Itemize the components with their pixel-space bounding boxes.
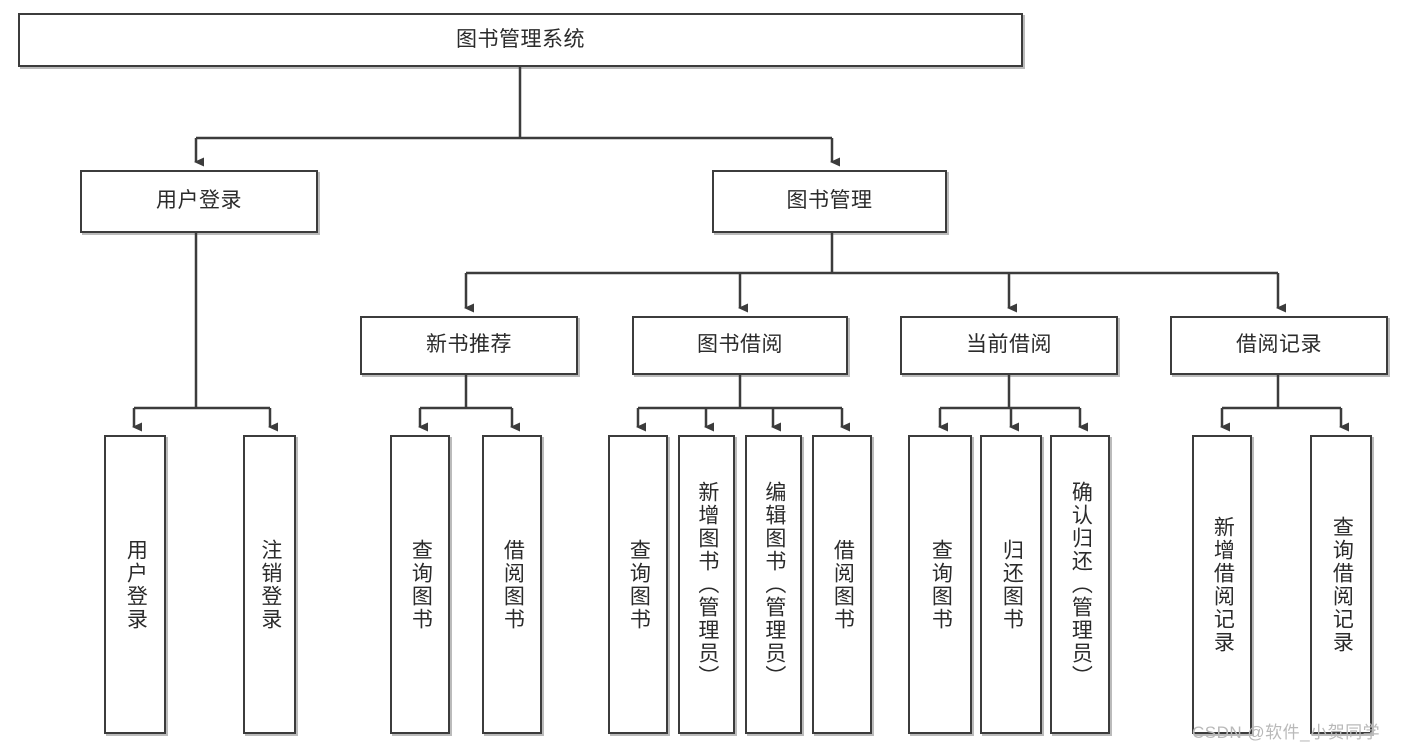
leaf-add-borrow-record[interactable]: 新增借阅记录 <box>1192 435 1252 734</box>
leaf-confirm-return-admin-label: 确认归还（管理员） <box>1069 481 1093 688</box>
leaf-logout-label: 注销登录 <box>258 538 282 631</box>
leaf-add-book-admin-label: 新增图书（管理员） <box>695 481 719 688</box>
node-borrow-record[interactable]: 借阅记录 <box>1170 316 1388 375</box>
leaf-query-borrow-record[interactable]: 查询借阅记录 <box>1310 435 1372 734</box>
node-root[interactable]: 图书管理系统 <box>18 13 1023 67</box>
leaf-query-book-current[interactable]: 查询图书 <box>908 435 972 734</box>
leaf-add-borrow-record-label: 新增借阅记录 <box>1211 515 1235 654</box>
leaf-confirm-return-admin[interactable]: 确认归还（管理员） <box>1050 435 1110 734</box>
leaf-borrow-book-recommend-label: 借阅图书 <box>501 538 525 631</box>
node-book-borrow[interactable]: 图书借阅 <box>632 316 848 375</box>
leaf-edit-book-admin[interactable]: 编辑图书（管理员） <box>745 435 802 734</box>
leaf-query-borrow-record-label: 查询借阅记录 <box>1330 515 1354 654</box>
leaf-query-book-recommend-label: 查询图书 <box>409 538 433 631</box>
leaf-query-book-recommend[interactable]: 查询图书 <box>390 435 450 734</box>
csdn-watermark: CSDN @软件_小贺同学 <box>1192 723 1381 742</box>
leaf-edit-book-admin-label: 编辑图书（管理员） <box>762 481 786 688</box>
node-user-login[interactable]: 用户登录 <box>80 170 318 233</box>
node-new-book-recommend[interactable]: 新书推荐 <box>360 316 578 375</box>
node-book-manage-label: 图书管理 <box>786 189 873 213</box>
node-current-borrow-label: 当前借阅 <box>966 333 1052 357</box>
leaf-borrow-book-recommend[interactable]: 借阅图书 <box>482 435 542 734</box>
node-book-borrow-label: 图书借阅 <box>697 333 783 357</box>
leaf-user-login[interactable]: 用户登录 <box>104 435 166 734</box>
leaf-borrow-book-label: 借阅图书 <box>831 538 855 631</box>
leaf-borrow-book[interactable]: 借阅图书 <box>812 435 872 734</box>
leaf-user-login-label: 用户登录 <box>124 538 148 631</box>
leaf-query-book-current-label: 查询图书 <box>929 538 953 631</box>
node-book-manage[interactable]: 图书管理 <box>712 170 947 233</box>
leaf-query-book-borrow[interactable]: 查询图书 <box>608 435 668 734</box>
node-borrow-record-label: 借阅记录 <box>1236 333 1322 357</box>
node-user-login-label: 用户登录 <box>156 189 242 213</box>
leaf-add-book-admin[interactable]: 新增图书（管理员） <box>678 435 735 734</box>
leaf-return-book-label: 归还图书 <box>1000 538 1024 631</box>
node-new-book-recommend-label: 新书推荐 <box>426 333 512 357</box>
leaf-query-book-borrow-label: 查询图书 <box>627 538 651 631</box>
node-current-borrow[interactable]: 当前借阅 <box>900 316 1118 375</box>
node-root-label: 图书管理系统 <box>456 27 585 51</box>
leaf-logout[interactable]: 注销登录 <box>243 435 296 734</box>
leaf-return-book[interactable]: 归还图书 <box>980 435 1042 734</box>
